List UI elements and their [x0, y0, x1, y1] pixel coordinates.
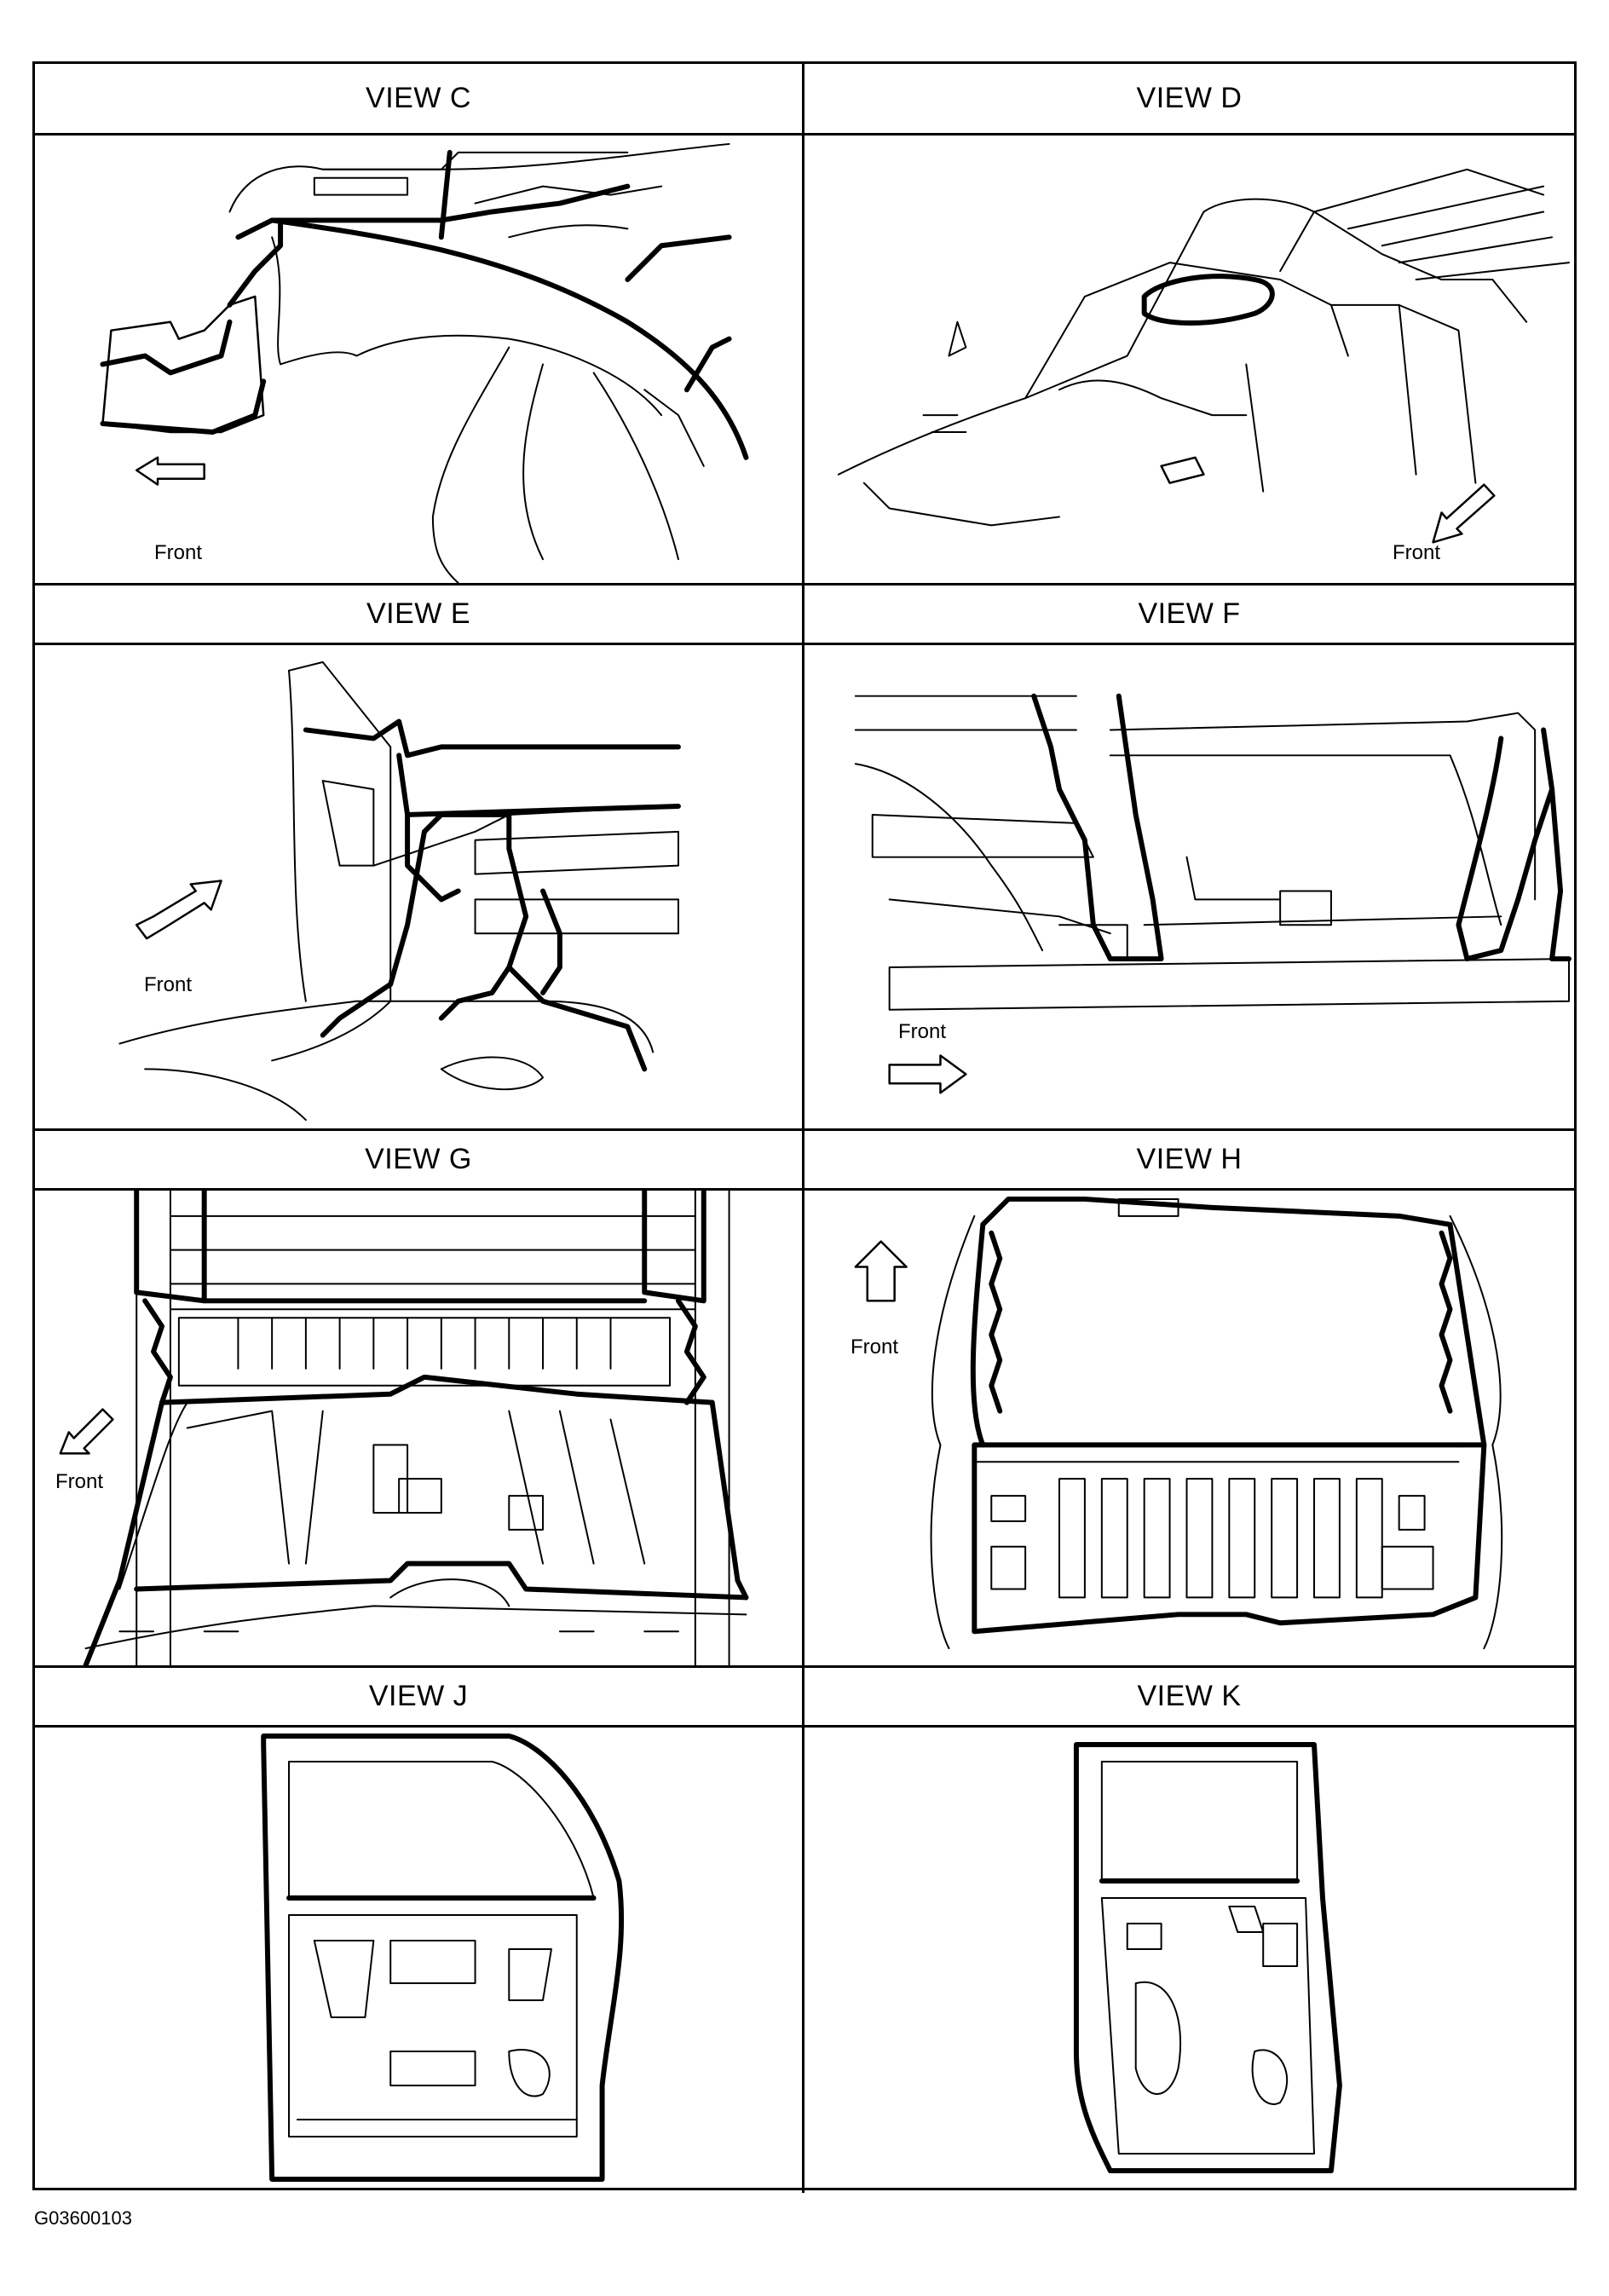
view-j-title: VIEW J — [35, 1668, 802, 1728]
front-arrow-icon — [854, 1240, 908, 1302]
view-g-illustration: Front — [35, 1191, 802, 1665]
view-c-panel: VIEW C — [35, 64, 804, 586]
front-arrow-icon — [888, 1054, 967, 1094]
view-e-illustration: Front — [35, 645, 802, 1128]
view-f-front-label: Front — [898, 1020, 947, 1043]
view-g-front-label: Front — [55, 1470, 104, 1493]
view-h-title: VIEW H — [804, 1131, 1574, 1191]
view-g-title: VIEW G — [35, 1131, 802, 1191]
view-h-illustration: Front — [804, 1191, 1574, 1665]
view-d-front-label: Front — [1393, 541, 1441, 564]
view-f-illustration: Front — [804, 645, 1574, 1128]
views-grid: VIEW C — [35, 64, 1574, 2193]
view-k-title: VIEW K — [804, 1668, 1574, 1728]
view-d-title: VIEW D — [804, 64, 1574, 136]
view-e-front-label: Front — [144, 973, 193, 996]
figure-code: G03600103 — [34, 2207, 132, 2229]
view-k-illustration — [804, 1728, 1574, 2193]
front-arrow-icon — [59, 1408, 114, 1455]
front-arrow-icon — [135, 880, 222, 940]
diagram-sheet: VIEW C — [32, 61, 1577, 2193]
view-j-panel: VIEW J — [35, 1668, 804, 2193]
view-f-title: VIEW F — [804, 586, 1574, 645]
front-arrow-icon — [135, 456, 205, 486]
view-c-front-label: Front — [154, 541, 203, 564]
view-h-panel: VIEW H — [804, 1131, 1574, 1668]
view-e-title: VIEW E — [35, 586, 802, 645]
view-c-title: VIEW C — [35, 64, 802, 136]
view-e-panel: VIEW E — [35, 586, 804, 1131]
view-j-illustration — [35, 1728, 802, 2193]
front-arrow-icon — [1432, 483, 1496, 544]
view-d-panel: VIEW D — [804, 64, 1574, 586]
view-f-panel: VIEW F — [804, 586, 1574, 1131]
view-h-front-label: Front — [851, 1335, 899, 1359]
view-c-illustration: Front — [35, 136, 802, 583]
view-k-panel: VIEW K — [804, 1668, 1574, 2193]
view-d-illustration: Front — [804, 136, 1574, 583]
view-g-panel: VIEW G — [35, 1131, 804, 1668]
